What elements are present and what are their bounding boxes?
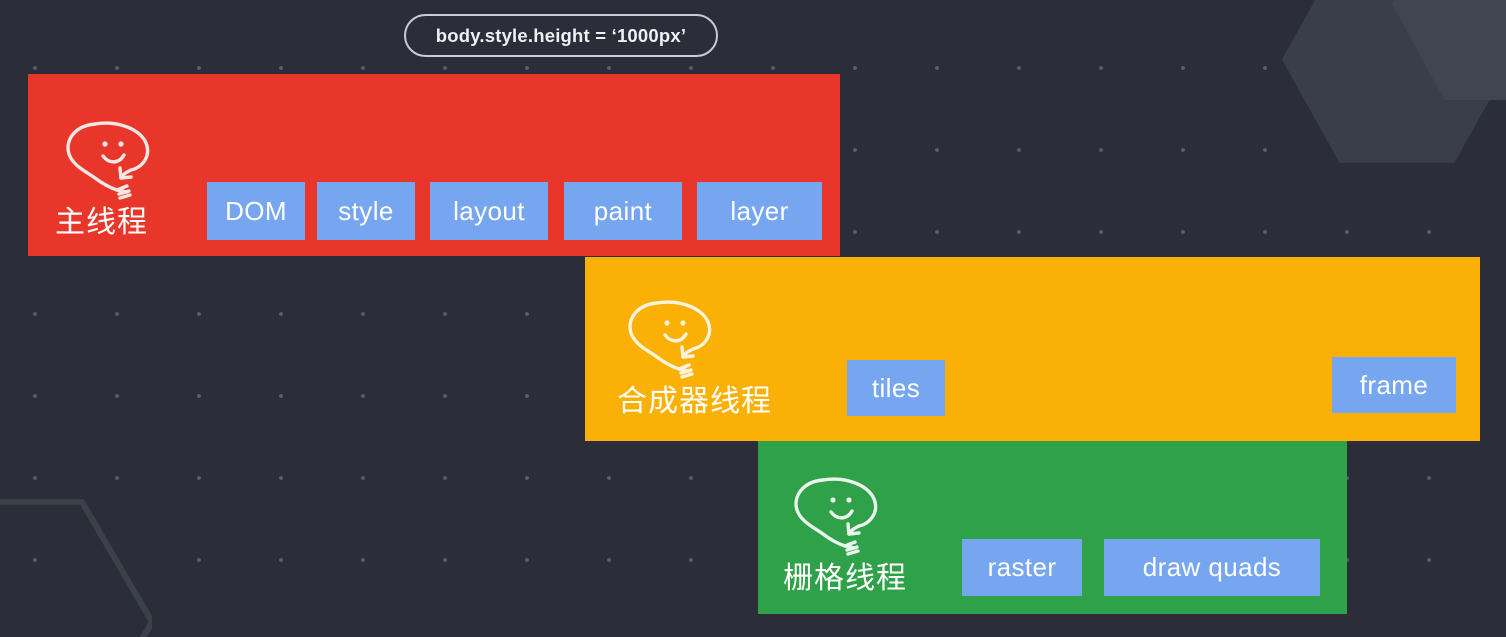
pipeline-chip-raster: raster: [962, 539, 1082, 596]
smiley-loop-icon: [794, 476, 878, 556]
pipeline-chip-layout: layout: [430, 182, 548, 240]
hexagon-top-right-icon: [1282, 0, 1506, 163]
thread-name-raster: 栅格线程: [783, 561, 907, 595]
smiley-loop-icon: [66, 120, 150, 200]
pipeline-chip-frame: frame: [1332, 357, 1456, 413]
thread-name-main: 主线程: [55, 205, 148, 239]
pipeline-chip-paint: paint: [564, 182, 682, 240]
pipeline-chip-draw-quads: draw quads: [1104, 539, 1320, 596]
smiley-loop-icon: [628, 299, 712, 379]
thread-identity-raster: 栅格线程: [783, 472, 907, 597]
pipeline-chip-layer: layer: [697, 182, 822, 240]
thread-identity-compositor: 合成器线程: [617, 295, 772, 420]
pipeline-chip-style: style: [317, 182, 415, 240]
hexagon-bottom-left-icon: [0, 499, 152, 637]
code-label-pill: body.style.height = ‘1000px’: [404, 14, 718, 57]
thread-identity-main: 主线程: [55, 116, 157, 241]
thread-name-compositor: 合成器线程: [617, 384, 772, 418]
hexagon-top-right-secondary-icon: [1392, 0, 1506, 100]
lane-compositor-thread: 合成器线程: [585, 257, 1480, 441]
pipeline-chip-dom: DOM: [207, 182, 305, 240]
pipeline-chip-tiles: tiles: [847, 360, 945, 416]
